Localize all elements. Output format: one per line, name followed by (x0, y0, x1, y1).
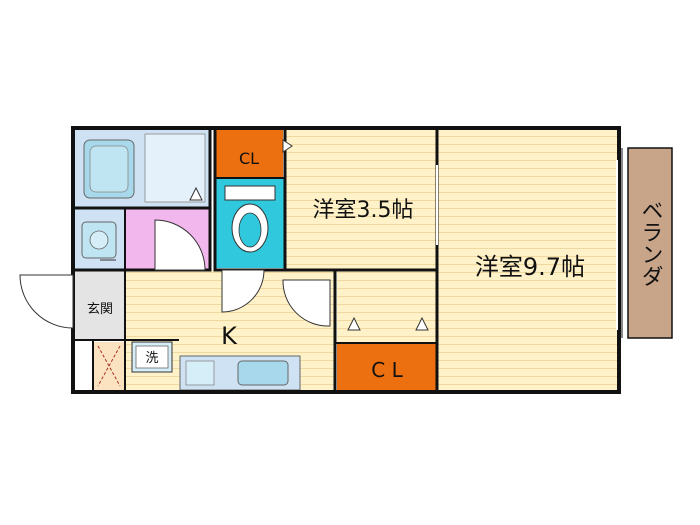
toilet-bowl (238, 212, 262, 248)
western-room-small (285, 130, 437, 270)
washroom-door (154, 219, 206, 271)
stove-icon (185, 360, 215, 386)
closet-door-marker-right (415, 316, 429, 331)
closet-door-marker-left (347, 316, 361, 331)
western-room-large-lower (337, 270, 437, 343)
washer-inner (135, 345, 169, 369)
room-label-entrance: 玄関 (87, 302, 113, 317)
veranda-label: ベランダ (638, 199, 663, 287)
closet-label-top: CL (239, 149, 259, 168)
entrance-floor (75, 270, 125, 340)
closet-bottom (337, 343, 437, 392)
walls (71, 126, 621, 394)
bath-door-marker (189, 186, 203, 201)
doors (19, 219, 331, 329)
room-label-western-small: 洋室3.5帖 (313, 198, 414, 223)
room-door (282, 279, 331, 327)
shoe-cabinet-cross (97, 345, 121, 387)
closet-door-marker (282, 139, 293, 153)
toilet-tank (224, 185, 276, 201)
closet-label-bottom: C L (371, 358, 403, 382)
washbasin-bowl (89, 230, 109, 250)
toilet-door (221, 269, 265, 313)
room-label-western-large: 洋室9.7帖 (475, 253, 585, 281)
front-door (19, 274, 74, 329)
bathtub-inner (89, 145, 129, 193)
room-label-kitchen: K (221, 322, 238, 350)
veranda (627, 147, 673, 339)
closet-top (215, 130, 283, 178)
western-room-large (437, 130, 617, 392)
sink-icon (237, 360, 289, 386)
washer-label: 洗 (145, 351, 158, 366)
